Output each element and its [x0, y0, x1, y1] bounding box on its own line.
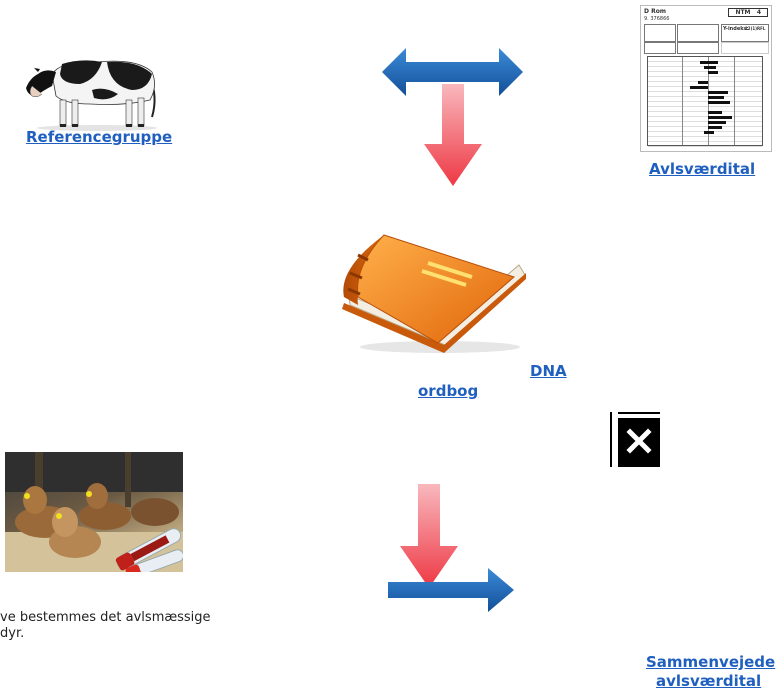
report-name: D Rom [644, 8, 667, 15]
dna-link[interactable]: DNA [530, 362, 567, 380]
report-ntm: NTM 4 [728, 8, 768, 17]
sammenvejede-link[interactable]: Sammenvejede [646, 653, 776, 671]
report-yindex-value: 12(1)RFL [745, 26, 766, 31]
calves-image [5, 452, 183, 572]
close-icon[interactable] [610, 412, 660, 467]
caption-line-2: dyr. [0, 626, 25, 641]
double-arrow-icon [380, 40, 525, 190]
avlsvaerdital-combined-link[interactable]: avlsværdital [656, 672, 762, 690]
referencegruppe-link[interactable]: Referencegruppe [26, 128, 173, 146]
avlsvaerdital-link[interactable]: Avlsværdital [649, 160, 756, 178]
report-yindex-label: Y-indeks: [723, 26, 749, 32]
report-image: D Rom 9. 376866 NTM 4 Y-indeks: 12(1)RFL [640, 5, 772, 152]
caption-line-1: ve bestemmes det avlsmæssige [0, 610, 211, 625]
ordbog-link[interactable]: ordbog [418, 382, 479, 400]
report-id: 9. 376866 [644, 16, 670, 22]
cow-image [22, 42, 172, 132]
report-grid [647, 56, 763, 147]
down-right-arrow-icon [388, 482, 518, 617]
book-icon [330, 225, 530, 355]
